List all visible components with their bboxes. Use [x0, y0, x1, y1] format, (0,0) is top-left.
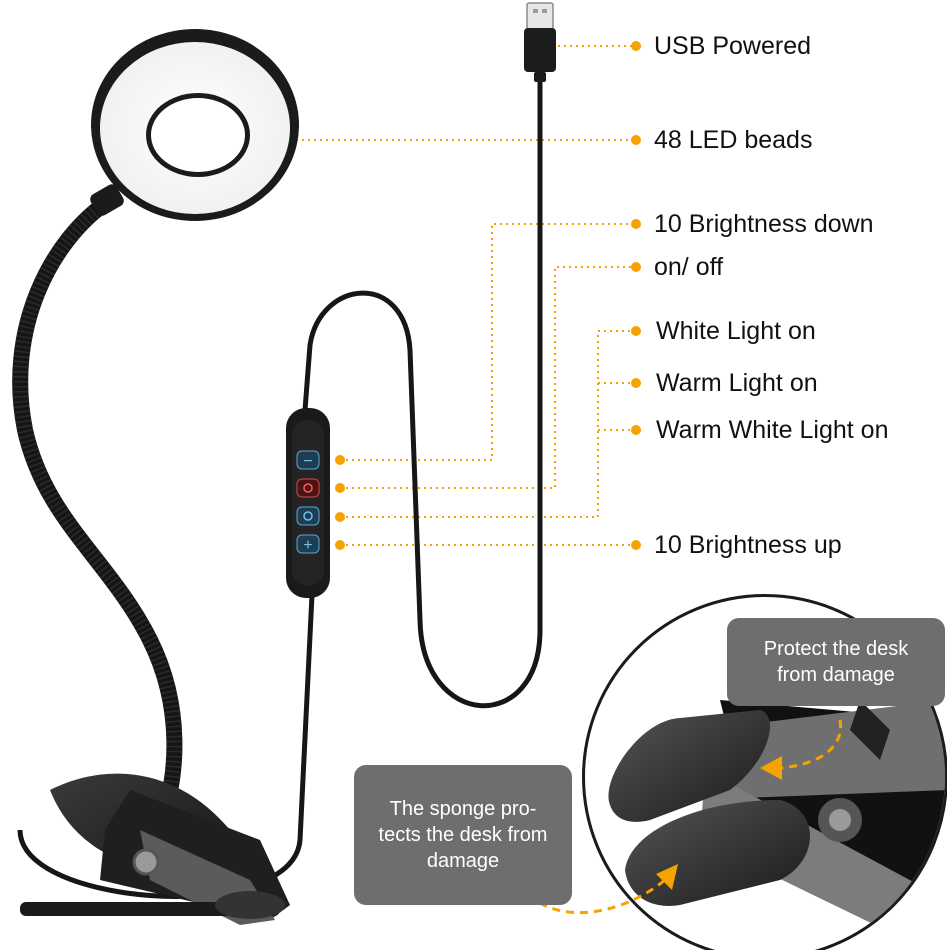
leader-lines: [290, 45, 636, 546]
label-on-off: on/ off: [654, 253, 724, 281]
usb-plug: [524, 2, 556, 82]
callout-sponge-text: The sponge pro- tects the desk from dama…: [378, 798, 548, 872]
leader-dots: [284, 40, 641, 550]
arrow-head-top: [760, 756, 782, 780]
label-brightness-down: 10 Brightness down: [654, 210, 874, 238]
label-warm-light: Warm Light on: [656, 369, 818, 397]
label-white-light: White Light on: [656, 317, 816, 345]
usb-cable: [302, 82, 543, 709]
callout-protect-desk: Protect the desk from damage: [727, 618, 945, 706]
arrow-head-bottom: [656, 864, 678, 890]
label-brightness-up: 10 Brightness up: [654, 531, 842, 559]
label-led-beads: 48 LED beads: [654, 126, 813, 154]
callout-protect-desk-text: Protect the desk from damage: [763, 638, 909, 686]
controller: [286, 408, 330, 598]
label-usb-powered: USB Powered: [654, 32, 812, 60]
clamp: [20, 773, 290, 925]
ring-light: [91, 29, 299, 221]
callout-sponge: The sponge pro- tects the desk from dama…: [354, 765, 572, 905]
power-cable: [17, 594, 315, 899]
plus-button-glyph: +: [303, 537, 312, 554]
minus-button-glyph: −: [303, 453, 312, 470]
label-warm-white-light: Warm White Light on: [656, 416, 889, 444]
